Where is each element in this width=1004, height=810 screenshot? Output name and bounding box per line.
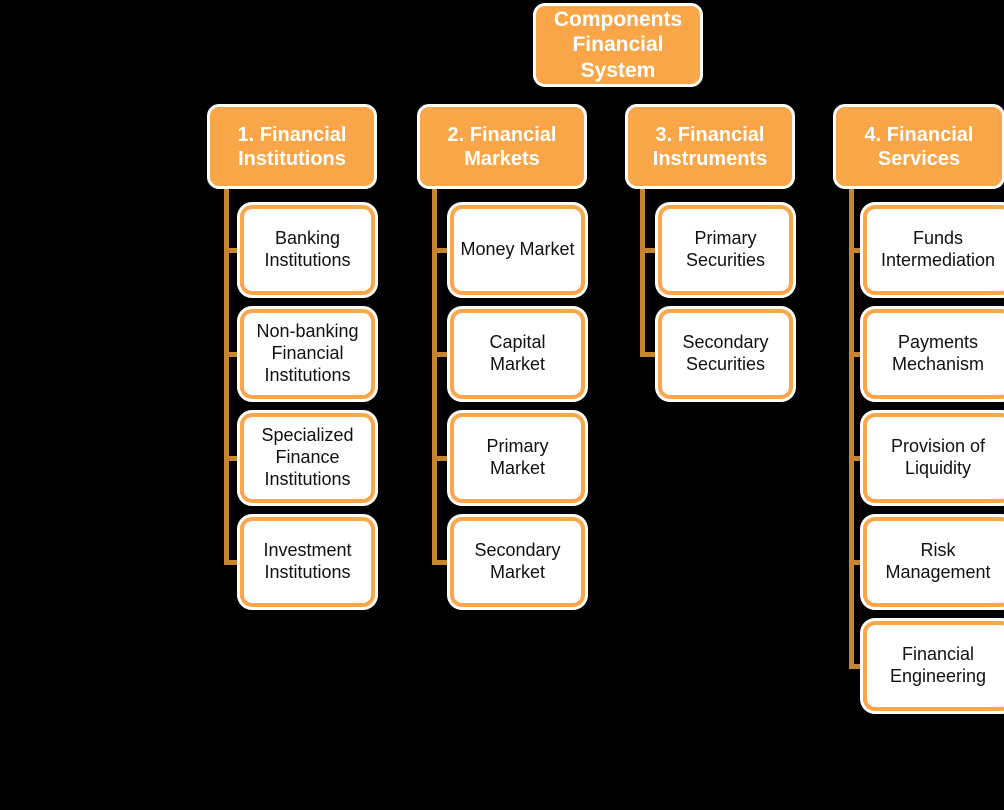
- child-node: Capital Market: [450, 309, 585, 399]
- branch-header-3: 3. Financial Instruments: [625, 104, 795, 189]
- connector-horizontal-line: [849, 455, 871, 461]
- child-node: Money Market: [450, 205, 585, 295]
- child-node: Specialized Finance Institutions: [240, 413, 375, 503]
- connector-horizontal-line: [432, 351, 458, 357]
- child-node: Primary Market: [450, 413, 585, 503]
- connector-horizontal-line: [849, 559, 871, 565]
- branch-header-4: 4. Financial Services: [833, 104, 1004, 189]
- connector-vertical-line: [224, 188, 229, 565]
- child-node: Provision of Liquidity: [863, 413, 1004, 503]
- connector-vertical-line: [640, 188, 645, 357]
- child-node: Secondary Market: [450, 517, 585, 607]
- connector-horizontal-line: [640, 247, 666, 253]
- connector-horizontal-line: [432, 455, 458, 461]
- child-node: Non-banking Financial Institutions: [240, 309, 375, 399]
- child-node: Primary Securities: [658, 205, 793, 295]
- connector-vertical-line: [849, 188, 854, 669]
- child-node: Secondary Securities: [658, 309, 793, 399]
- connector-horizontal-line: [849, 663, 871, 669]
- child-node: Payments Mechanism: [863, 309, 1004, 399]
- connector-horizontal-line: [224, 351, 248, 357]
- child-node: Banking Institutions: [240, 205, 375, 295]
- connector-horizontal-line: [432, 559, 458, 565]
- branch-header-1: 1. Financial Institutions: [207, 104, 377, 189]
- child-node: Risk Management: [863, 517, 1004, 607]
- connector-vertical-line: [432, 188, 437, 565]
- child-node: Investment Institutions: [240, 517, 375, 607]
- connector-horizontal-line: [640, 351, 666, 357]
- branch-header-2: 2. Financial Markets: [417, 104, 587, 189]
- root-node: Components Financial System: [533, 3, 703, 87]
- connector-horizontal-line: [849, 351, 871, 357]
- connector-horizontal-line: [849, 247, 871, 253]
- connector-horizontal-line: [224, 455, 248, 461]
- connector-horizontal-line: [224, 247, 248, 253]
- connector-horizontal-line: [224, 559, 248, 565]
- child-node: Financial Engineering: [863, 621, 1004, 711]
- connector-horizontal-line: [432, 247, 458, 253]
- child-node: Funds Intermediation: [863, 205, 1004, 295]
